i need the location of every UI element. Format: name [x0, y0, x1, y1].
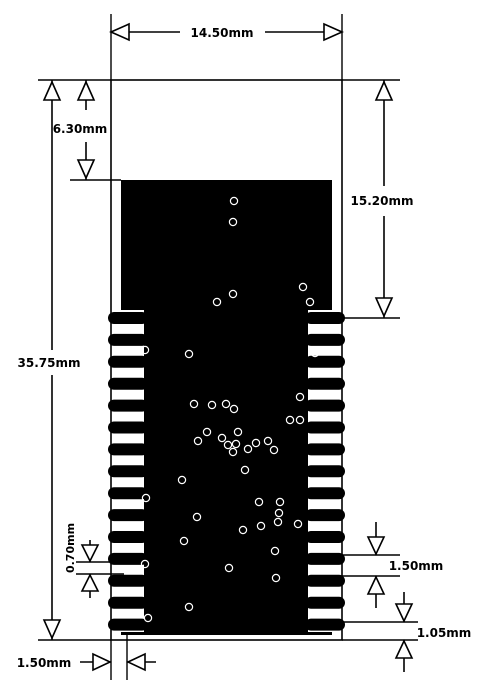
right-pad	[305, 619, 345, 631]
pad-pitch-dimension: 1.50mm	[328, 522, 443, 608]
left-pad	[108, 422, 148, 434]
pad-pitch-label: 1.50mm	[389, 559, 444, 573]
right-pad	[305, 443, 345, 455]
right-pad	[305, 334, 345, 346]
pad-width-label: 0.70mm	[64, 523, 77, 573]
left-pad	[108, 334, 148, 346]
side-offset-label: 1.50mm	[17, 656, 72, 670]
bottom-clearance-label: 1.05mm	[417, 626, 472, 640]
left-pad	[108, 312, 148, 324]
width-label: 14.50mm	[191, 26, 254, 40]
right-pad-column	[305, 310, 345, 632]
width-dimension: 14.50mm	[111, 14, 342, 80]
right-pad	[305, 509, 345, 521]
antenna-length-dimension: 15.20mm	[342, 80, 413, 318]
antenna-length-label: 15.20mm	[351, 194, 414, 208]
left-pad	[108, 443, 148, 455]
antenna-offset-label: 6.30mm	[53, 122, 108, 136]
left-pad	[108, 597, 148, 609]
left-pad-column	[108, 310, 148, 632]
right-pad	[305, 531, 345, 543]
left-pad	[108, 619, 148, 631]
left-pad	[108, 509, 148, 521]
left-pad	[108, 531, 148, 543]
right-pad	[305, 487, 345, 499]
left-pad	[108, 400, 148, 412]
left-pad	[108, 465, 148, 477]
left-pad	[108, 356, 148, 368]
right-pad	[305, 422, 345, 434]
right-pad	[305, 356, 345, 368]
right-pad	[305, 312, 345, 324]
left-pad	[108, 575, 148, 587]
right-pad	[305, 400, 345, 412]
right-pad	[305, 597, 345, 609]
right-pad	[305, 378, 345, 390]
right-pad	[305, 465, 345, 477]
length-label: 35.75mm	[18, 356, 81, 370]
left-pad	[108, 378, 148, 390]
bottom-clearance-dimension: 1.05mm	[342, 592, 471, 672]
